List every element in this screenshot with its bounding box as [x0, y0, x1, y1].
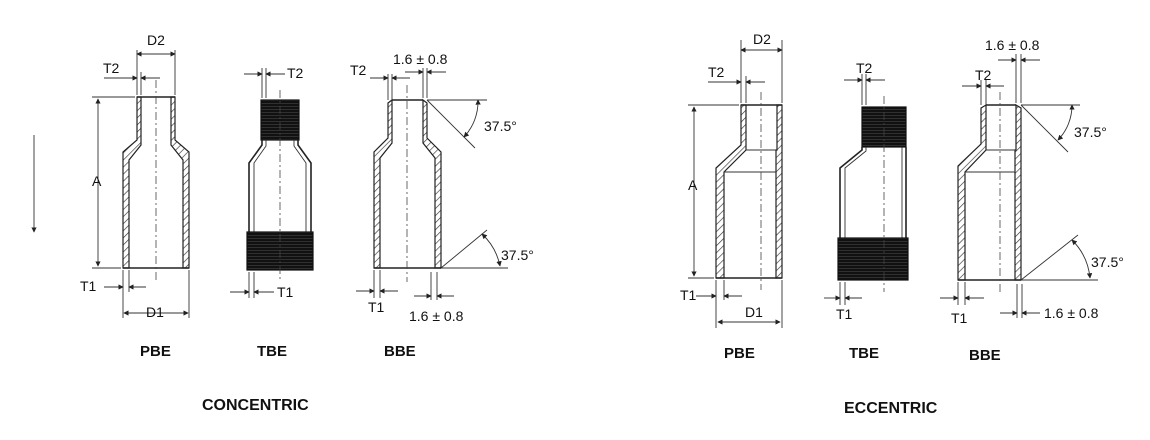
concentric-pbe-d1-label: D1 — [146, 304, 164, 320]
eccentric-tbe-drawing — [824, 74, 909, 305]
eccentric-tbe-t2-label: T2 — [856, 60, 873, 76]
concentric-bbe-land-bottom: 1.6 ± 0.8 — [409, 308, 464, 324]
concentric-pbe-t1-label: T1 — [80, 278, 97, 294]
concentric-tbe-drawing — [230, 68, 314, 298]
eccentric-bbe-drawing — [940, 54, 1098, 318]
eccentric-pbe-t2-label: T2 — [708, 64, 725, 80]
eccentric-pbe-a-label: A — [688, 177, 698, 193]
eccentric-bbe-land-bottom: 1.6 ± 0.8 — [1044, 305, 1099, 321]
concentric-tbe-t1-label: T1 — [277, 284, 294, 300]
concentric-pbe-t2-label: T2 — [103, 60, 120, 76]
concentric-bbe-land-top: 1.6 ± 0.8 — [393, 51, 448, 67]
eccentric-bbe-angle-top: 37.5° — [1074, 124, 1107, 140]
eccentric-tbe-label: TBE — [849, 345, 879, 362]
concentric-bbe-angle-top: 37.5° — [484, 118, 517, 134]
eccentric-pbe-t1-label: T1 — [680, 287, 697, 303]
concentric-tbe-t2-label: T2 — [287, 65, 304, 81]
eccentric-bbe-label: BBE — [969, 347, 1001, 364]
concentric-tbe-label: TBE — [257, 343, 287, 360]
concentric-pbe-label: PBE — [140, 343, 171, 360]
eccentric-bbe-angle-bottom: 37.5° — [1091, 254, 1124, 270]
concentric-bbe-angle-bottom: 37.5° — [501, 247, 534, 263]
concentric-pbe-a-label: A — [92, 173, 102, 189]
eccentric-bbe-t2-label: T2 — [975, 67, 992, 83]
concentric-pbe-drawing — [92, 50, 190, 318]
concentric-bbe-drawing — [356, 68, 508, 300]
eccentric-pbe-d1-label: D1 — [745, 304, 763, 320]
concentric-caption: CONCENTRIC — [202, 397, 309, 414]
eccentric-bbe-t1-label: T1 — [951, 310, 968, 326]
eccentric-pbe-label: PBE — [724, 345, 755, 362]
concentric-bbe-t2-label: T2 — [350, 62, 367, 78]
eccentric-tbe-t1-label: T1 — [836, 306, 853, 322]
eccentric-pbe-drawing — [688, 40, 783, 328]
eccentric-bbe-land-top: 1.6 ± 0.8 — [985, 37, 1040, 53]
concentric-pbe-d2-label: D2 — [147, 32, 165, 48]
concentric-bbe-t1-label: T1 — [368, 299, 385, 315]
eccentric-caption: ECCENTRIC — [844, 400, 938, 417]
concentric-bbe-label: BBE — [384, 343, 416, 360]
eccentric-pbe-d2-label: D2 — [753, 31, 771, 47]
